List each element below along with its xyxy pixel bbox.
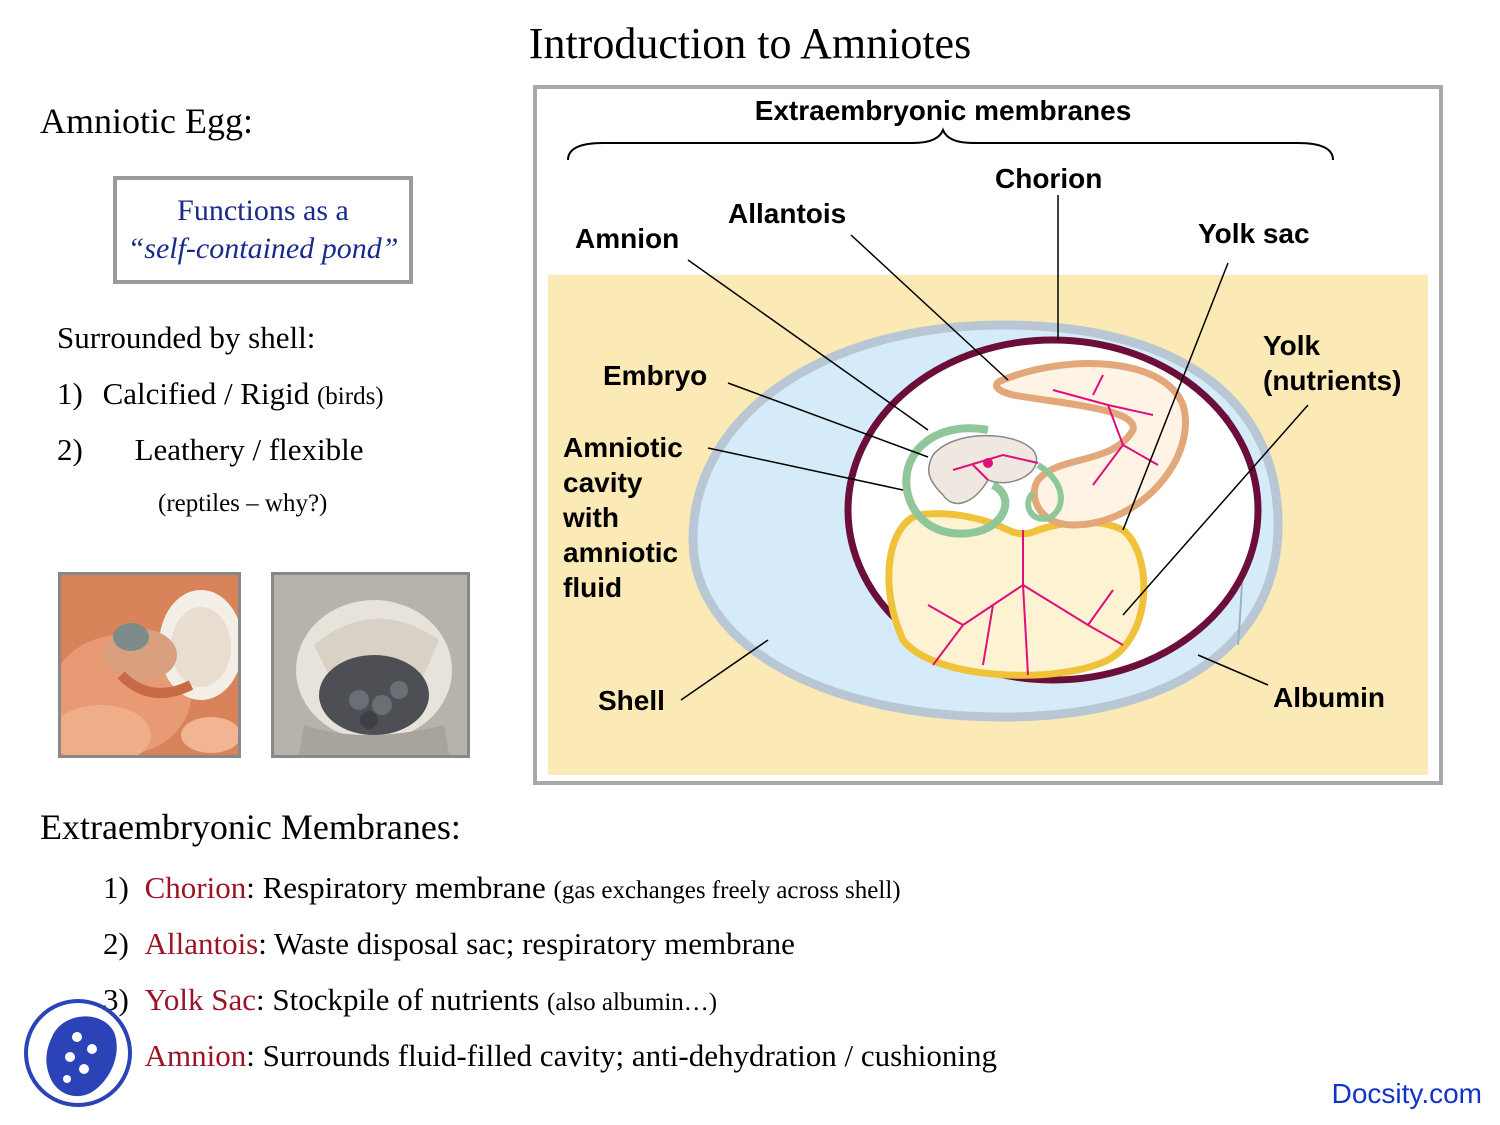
shell-type-2: 2) Leathery / flexible [57,432,364,468]
membrane-item-allantois: 2) Allantois: Waste disposal sac; respir… [103,926,795,962]
label-yolk-sac: Yolk sac [1198,218,1310,249]
self-contained-pond-box: Functions as a “self-contained pond” [113,176,413,284]
membrane-item-name: Yolk Sac [144,982,256,1017]
label-shell: Shell [598,685,665,716]
amniotic-egg-heading: Amniotic Egg: [40,101,253,141]
yolk-vessels [927,530,1124,676]
membranes-brace [567,127,1334,161]
membrane-item-desc: : Surrounds fluid-filled cavity; anti-de… [246,1038,997,1073]
diagram-header: Extraembryonic membranes [755,95,1132,126]
allantois-vessels [1052,374,1159,486]
label-amniotic-cavity-4: amniotic [563,537,678,568]
yolk-sac [885,510,1148,679]
docsity-logo-icon [22,997,134,1109]
leader-lines [680,195,1309,701]
label-amniotic-cavity-1: Amniotic [563,432,683,463]
label-chorion: Chorion [995,163,1102,194]
membrane-item-note: (gas exchanges freely across shell) [553,877,901,904]
membrane-item-yolk-sac: 3) Yolk Sac: Stockpile of nutrients (als… [103,982,717,1018]
label-albumin: Albumin [1273,682,1385,713]
shell-type-1-num: 1) [57,376,83,411]
shell-type-2-note: (reptiles – why?) [158,490,328,517]
membrane-item-chorion: 1) Chorion: Respiratory membrane (gas ex… [103,870,901,906]
label-yolk: Yolk [1263,330,1320,361]
embryo [927,434,1038,505]
label-yolk-nutrients: (nutrients) [1263,365,1401,396]
label-amniotic-cavity-2: cavity [563,467,643,498]
membrane-item-amnion: 4) Amnion: Surrounds fluid-filled cavity… [103,1038,997,1074]
label-amniotic-cavity-5: fluid [563,572,622,603]
membrane-item-desc: : Respiratory membrane [246,870,554,905]
membrane-item-desc: : Stockpile of nutrients [255,982,548,1017]
allantois [993,360,1189,529]
label-amnion: Amnion [575,223,679,254]
pond-box-line1: Functions as a [177,194,349,227]
membrane-item-num: 1) [103,870,129,905]
embryo-vessels [952,453,1039,481]
membranes-heading: Extraembryonic Membranes: [40,807,461,847]
membrane-item-desc: : Waste disposal sac; respiratory membra… [258,926,795,961]
hatching-bird-photo [58,572,241,758]
membrane-item-note: (also albumin…) [547,989,718,1016]
shell-type-1: 1) Calcified / Rigid (birds) [57,376,384,412]
shell-type-2-text: Leathery / flexible [134,432,364,467]
shell-type-1-note: (birds) [316,383,384,410]
surrounded-by-shell: Surrounded by shell: [57,320,316,355]
amniotic-egg-diagram: Extraembryonic membranes [533,85,1443,785]
membrane-item-name: Chorion [144,870,247,905]
label-amniotic-cavity-3: with [562,502,619,533]
hatching-turtle-photo [271,572,470,758]
docsity-watermark[interactable]: Docsity.com [1331,1078,1482,1109]
shell-type-2-num: 2) [57,432,83,467]
membrane-item-name: Allantois [144,926,259,961]
page-title: Introduction to Amniotes [528,19,972,68]
label-embryo: Embryo [603,360,707,391]
label-allantois: Allantois [728,198,846,229]
membrane-item-name: Amnion [144,1038,247,1073]
membrane-item-num: 2) [103,926,129,961]
shell-type-1-text: Calcified / Rigid [102,376,310,411]
pond-box-line2: “self-contained pond” [127,232,399,265]
amnion [902,424,1010,538]
